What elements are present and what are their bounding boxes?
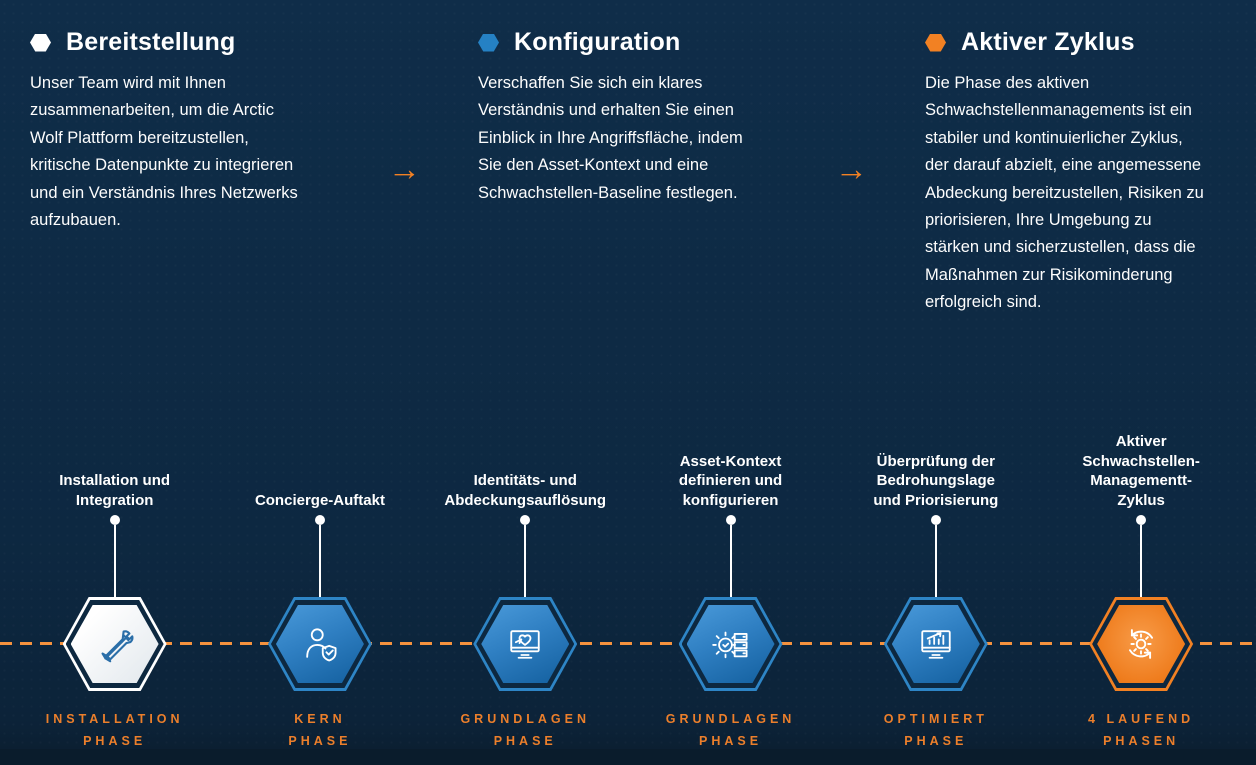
- phase-label: KERN PHASE: [288, 712, 352, 748]
- monitor-chart-icon: [914, 622, 958, 666]
- phase-label: 4 LAUFEND PHASEN: [1088, 712, 1195, 748]
- connector-line: [524, 525, 527, 597]
- column-title: Bereitstellung: [66, 28, 236, 56]
- step-hexagon: [267, 597, 372, 691]
- person-shield-icon: [298, 622, 342, 666]
- connector-line: [1140, 525, 1143, 597]
- step-hexagon: [883, 597, 988, 691]
- step-hexagon: [62, 597, 167, 691]
- step-title: Überprüfung der Bedrohungslage und Prior…: [873, 452, 999, 509]
- step-title: Installation und Integration: [59, 472, 171, 509]
- timeline-step-asset-kontext: Asset-Kontext definieren und konfigurier…: [628, 412, 833, 752]
- column-konfiguration: Konfiguration Verschaffen Sie sich ein k…: [478, 28, 800, 207]
- cycle-gear-icon: [1118, 621, 1164, 667]
- column-title: Konfiguration: [514, 28, 681, 56]
- bottom-edge-strip: [0, 749, 1256, 765]
- timeline-step-schwachstellen-zyklus: Aktiver Schwachstellen- Managementt- Zyk…: [1038, 412, 1243, 752]
- step-title: Concierge-Auftakt: [254, 491, 385, 509]
- connector-dot: [930, 515, 941, 525]
- connector-dot: [520, 515, 531, 525]
- connector-line: [729, 525, 732, 597]
- column-bereitstellung: Bereitstellung Unser Team wird mit Ihnen…: [30, 28, 348, 234]
- step-title: Asset-Kontext definieren und konfigurier…: [678, 452, 783, 509]
- timeline-step-identitaet: Identitäts- und Abdeckungsauflösung GRUN…: [423, 412, 628, 752]
- connector-dot: [109, 515, 120, 525]
- white-hexagon-bullet-icon: [30, 33, 51, 52]
- connector-dot: [1136, 515, 1147, 525]
- column-header: Bereitstellung: [30, 28, 348, 57]
- phase-label: INSTALLATION PHASE: [45, 712, 184, 748]
- column-aktiver-zyklus: Aktiver Zyklus Die Phase des aktiven Sch…: [925, 28, 1207, 317]
- column-body-text: Unser Team wird mit Ihnen zusammenarbeit…: [30, 74, 298, 230]
- dashed-timeline-line: [0, 642, 1256, 645]
- timeline-step-concierge: Concierge-Auftakt KERN PHASE: [217, 412, 422, 752]
- step-title: Aktiver Schwachstellen- Managementt- Zyk…: [1082, 433, 1200, 509]
- phase-label: GRUNDLAGEN PHASE: [460, 712, 591, 748]
- step-hexagon: [1089, 597, 1194, 691]
- gear-server-icon: [709, 622, 753, 666]
- step-title: Identitäts- und Abdeckungsauflösung: [444, 472, 607, 509]
- column-header: Aktiver Zyklus: [925, 28, 1207, 57]
- column-title: Aktiver Zyklus: [961, 28, 1135, 56]
- connector-dot: [725, 515, 736, 525]
- connector-line: [113, 525, 116, 597]
- blue-hexagon-bullet-icon: [478, 33, 499, 52]
- connector-line: [318, 525, 321, 597]
- step-hexagon: [678, 597, 783, 691]
- phase-label: GRUNDLAGEN PHASE: [665, 712, 796, 748]
- phase-label: OPTIMIERT PHASE: [883, 712, 988, 748]
- connector-line: [934, 525, 937, 597]
- orange-hexagon-bullet-icon: [925, 33, 946, 52]
- column-body-text: Die Phase des aktiven Schwachstellenmana…: [925, 74, 1204, 312]
- timeline: Installation und Integration INSTALLATIO…: [12, 412, 1244, 752]
- column-body-text: Verschaffen Sie sich ein klares Verständ…: [478, 74, 743, 202]
- timeline-step-installation: Installation und Integration INSTALLATIO…: [12, 412, 217, 752]
- right-arrow-icon: →: [388, 150, 421, 187]
- step-hexagon: [473, 597, 578, 691]
- tools-icon: [92, 621, 138, 667]
- monitor-heart-icon: [503, 622, 547, 666]
- connector-dot: [314, 515, 325, 525]
- timeline-step-bedrohungslage: Überprüfung der Bedrohungslage und Prior…: [833, 412, 1038, 752]
- right-arrow-icon: →: [835, 150, 868, 187]
- column-header: Konfiguration: [478, 28, 800, 57]
